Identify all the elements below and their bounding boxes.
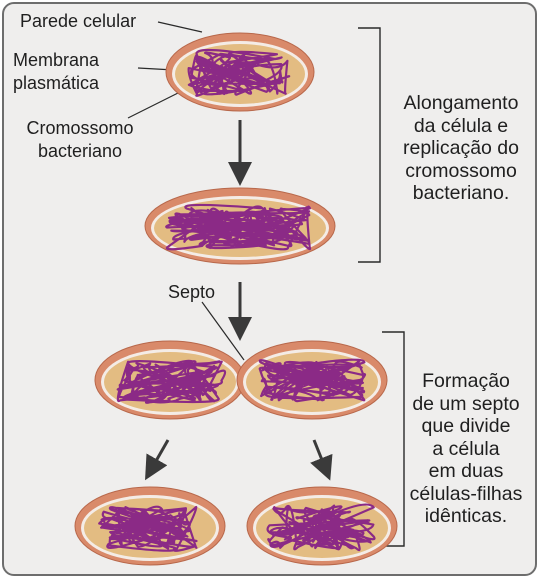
label-septum: Septo	[168, 282, 216, 302]
label-cell-wall: Parede celular	[20, 11, 137, 31]
bracket-elongation	[358, 27, 381, 263]
cell-dividing-right	[236, 340, 388, 420]
chromosome	[187, 48, 291, 97]
arrow-right	[310, 439, 333, 481]
chromosome	[258, 358, 367, 403]
chromosome	[165, 203, 312, 251]
step-elongation-text: Alongamento da célula e replicação do cr…	[403, 92, 519, 204]
step-division-text: Formação de um septo que divide a célula…	[409, 370, 523, 527]
leader-septum	[201, 301, 245, 361]
label-chromosome-2: bacteriano	[37, 141, 123, 161]
label-plasma-membrane-2: plasmática	[13, 73, 100, 93]
daughter-cell-right	[246, 486, 398, 566]
arrow-left	[145, 439, 170, 481]
chromosome	[266, 503, 376, 552]
daughter-cell-left	[74, 486, 226, 566]
bracket-division	[382, 331, 405, 547]
cell-elongated	[144, 187, 336, 265]
cell-dividing-left	[94, 340, 246, 420]
cell-initial	[165, 32, 315, 112]
leader-cell-wall	[157, 21, 203, 33]
chromosome	[116, 359, 227, 404]
label-chromosome-1: Cromossomo	[26, 118, 134, 138]
chromosome	[98, 505, 198, 552]
label-plasma-membrane-1: Membrana	[13, 50, 100, 70]
